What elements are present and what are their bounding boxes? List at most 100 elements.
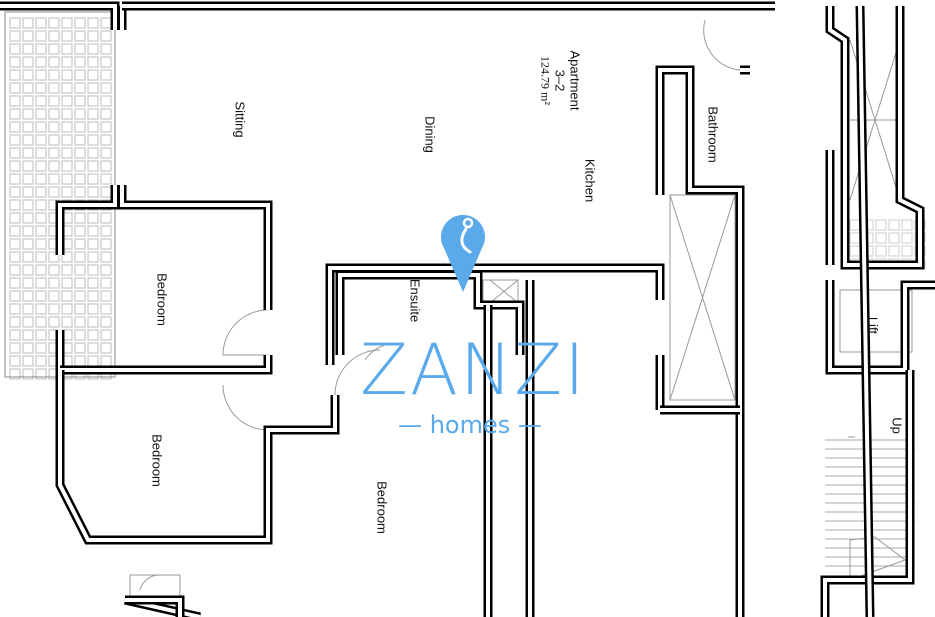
- balcony-tile: [48, 303, 60, 315]
- balcony-tile: [61, 82, 73, 94]
- balcony-tile: [87, 95, 99, 107]
- balcony-tile: [87, 290, 99, 302]
- balcony-tile: [9, 134, 21, 146]
- balcony-tile: [9, 290, 21, 302]
- balcony-tile: [74, 186, 86, 198]
- balcony-tile: [100, 147, 112, 159]
- balcony-tile: [9, 186, 21, 198]
- balcony-tile: [22, 147, 34, 159]
- wall-segment-inner: [828, 280, 935, 372]
- balcony-tile: [48, 56, 60, 68]
- wall-segment-inner: [658, 68, 742, 617]
- balcony-tile: [61, 43, 73, 55]
- balcony-tile: [22, 368, 34, 380]
- balcony-tile: [9, 173, 21, 185]
- balcony-tile: [74, 355, 86, 367]
- balcony-tile: [61, 316, 73, 328]
- balcony-tile: [35, 303, 47, 315]
- balcony-tile: [74, 160, 86, 172]
- balcony-tile: [100, 277, 112, 289]
- balcony-tile: [35, 251, 47, 263]
- room-label-kitchen: Kitchen: [582, 158, 598, 203]
- balcony-tile: [22, 212, 34, 224]
- balcony-tile: [87, 134, 99, 146]
- balcony-tile: [74, 69, 86, 81]
- balcony-tile: [48, 95, 60, 107]
- fixture-line: [139, 574, 161, 591]
- balcony-tile: [100, 95, 112, 107]
- fixture-line: [839, 289, 913, 353]
- balcony-tile: [22, 316, 34, 328]
- balcony-tile: [87, 82, 99, 94]
- balcony-tile: [74, 30, 86, 42]
- balcony-tile: [87, 264, 99, 276]
- wall-segment: [825, 280, 935, 375]
- balcony-tile: [87, 212, 99, 224]
- wall-segment-inner: [0, 4, 117, 30]
- balcony-tile: [48, 251, 60, 263]
- balcony-tile: [61, 147, 73, 159]
- room-label-sitting: Sitting: [232, 101, 248, 138]
- balcony-tile: [100, 17, 112, 29]
- balcony-tile: [74, 43, 86, 55]
- balcony-tile: [22, 238, 34, 250]
- room-label-lift: Lift: [865, 316, 881, 335]
- stairs-label-up: Up: [889, 417, 905, 434]
- landing-tile: [875, 219, 887, 231]
- balcony-tile: [100, 108, 112, 120]
- balcony-tile: [100, 173, 112, 185]
- wall-segment: [60, 355, 273, 375]
- balcony-tile: [100, 56, 112, 68]
- balcony-tile: [35, 264, 47, 276]
- room-label-ensuite: Ensuite: [407, 278, 423, 323]
- balcony-tile: [87, 225, 99, 237]
- balcony-tile: [48, 43, 60, 55]
- balcony-tile: [22, 251, 34, 263]
- landing-tile: [888, 232, 900, 244]
- landing-tile: [875, 245, 887, 257]
- balcony-tile: [100, 82, 112, 94]
- balcony-tile: [48, 134, 60, 146]
- wall-segment-inner: [125, 598, 182, 617]
- balcony-tile: [35, 56, 47, 68]
- balcony-tile: [9, 316, 21, 328]
- landing-tile: [849, 219, 861, 231]
- balcony-tile: [35, 17, 47, 29]
- balcony-tile: [9, 303, 21, 315]
- balcony-tile: [9, 121, 21, 133]
- balcony-tile: [22, 355, 34, 367]
- balcony-tile: [35, 160, 47, 172]
- balcony-tile: [22, 303, 34, 315]
- balcony-tile: [100, 30, 112, 42]
- balcony-tile: [35, 147, 47, 159]
- balcony-tile: [61, 303, 73, 315]
- balcony-tile: [61, 95, 73, 107]
- fixture-line: [364, 344, 386, 361]
- balcony-tile: [9, 329, 21, 341]
- balcony-tile: [100, 225, 112, 237]
- balcony-tile: [87, 329, 99, 341]
- balcony-tile: [87, 108, 99, 120]
- balcony-tile: [87, 173, 99, 185]
- balcony-tile: [87, 17, 99, 29]
- balcony-tile: [48, 121, 60, 133]
- room-label-dining: Dining: [422, 116, 438, 153]
- balcony-tile: [9, 355, 21, 367]
- balcony-tile: [35, 43, 47, 55]
- balcony-tile: [9, 82, 21, 94]
- balcony-tile: [48, 147, 60, 159]
- balcony-tile: [35, 69, 47, 81]
- balcony-tile: [22, 56, 34, 68]
- balcony-tile: [22, 30, 34, 42]
- balcony-tile: [9, 17, 21, 29]
- balcony-tile: [87, 69, 99, 81]
- balcony-tile: [74, 329, 86, 341]
- balcony-tile: [61, 134, 73, 146]
- balcony-tile: [48, 264, 60, 276]
- wall-segment-inner: [58, 185, 117, 255]
- balcony-tile: [61, 277, 73, 289]
- balcony-tile: [74, 173, 86, 185]
- balcony-tile: [48, 108, 60, 120]
- landing-tile: [888, 219, 900, 231]
